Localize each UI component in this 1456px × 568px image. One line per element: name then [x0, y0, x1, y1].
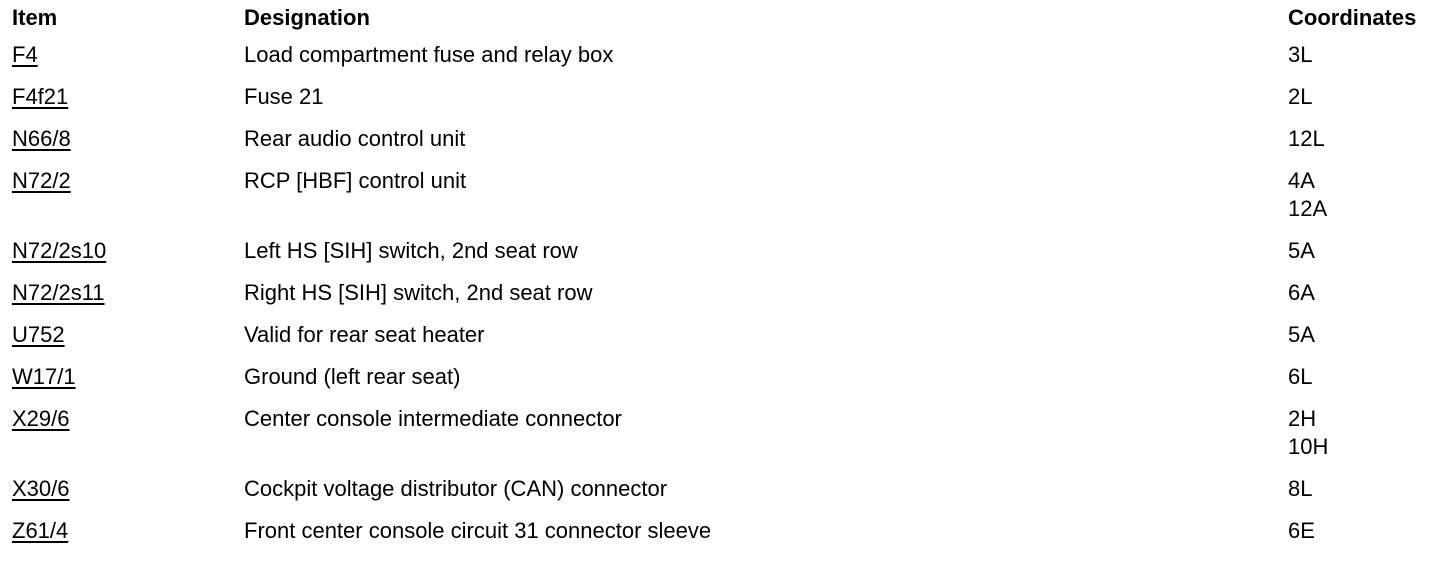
coordinate-value: 2L: [1288, 84, 1313, 109]
designation-cell: Cockpit voltage distributor (CAN) connec…: [244, 476, 668, 501]
table-row: N72/2s10 Left HS [SIH] switch, 2nd seat r…: [0, 232, 1456, 274]
table-row: F4f21 Fuse 21 2L: [0, 78, 1456, 120]
table-row: F4 Load compartment fuse and relay box 3L: [0, 36, 1456, 78]
designation-cell: Ground (left rear seat): [244, 364, 461, 389]
coordinate-value: 12L: [1288, 126, 1325, 151]
coordinates-cell: 6E: [1288, 512, 1456, 554]
component-legend-table: Item Designation Coordinates F4 Load comp…: [0, 0, 1456, 554]
designation-cell: Right HS [SIH] switch, 2nd seat row: [244, 280, 593, 305]
item-link[interactable]: F4: [12, 42, 38, 67]
coordinate-value: 4A: [1288, 168, 1315, 193]
item-cell: N72/2s10: [0, 232, 244, 274]
coordinate-value: 10H: [1288, 434, 1329, 459]
item-cell: Z61/4: [0, 512, 244, 554]
coordinate-value: 5A: [1288, 322, 1315, 347]
item-link[interactable]: Z61/4: [12, 518, 69, 543]
column-header-item: Item: [12, 5, 58, 30]
table-row: Z61/4 Front center console circuit 31 con…: [0, 512, 1456, 554]
coordinate-value: 3L: [1288, 42, 1313, 67]
table-header: Item Designation Coordinates: [0, 0, 1456, 36]
item-link[interactable]: N72/2s11: [12, 280, 105, 305]
coordinates-cell: 2L: [1288, 78, 1456, 120]
table-row: N66/8 Rear audio control unit 12L: [0, 120, 1456, 162]
designation-cell: RCP [HBF] control unit: [244, 168, 467, 193]
coordinates-cell: 12L: [1288, 120, 1456, 162]
designation-cell: Fuse 21: [244, 84, 324, 109]
designation-cell: Center console intermediate connector: [244, 406, 622, 431]
column-header-designation: Designation: [244, 5, 370, 30]
header-row: Item Designation Coordinates: [0, 0, 1456, 36]
table-row: U752 Valid for rear seat heater 5A: [0, 316, 1456, 358]
coordinates-cell: 3L: [1288, 36, 1456, 78]
item-link[interactable]: W17/1: [12, 364, 76, 389]
coordinates-cell: 5A: [1288, 232, 1456, 274]
item-link[interactable]: X29/6: [12, 406, 70, 431]
column-header-coordinates: Coordinates: [1288, 5, 1417, 30]
item-cell: N72/2s11: [0, 274, 244, 316]
designation-cell: Valid for rear seat heater: [244, 322, 485, 347]
item-link[interactable]: F4f21: [12, 84, 69, 109]
coordinate-value: 5A: [1288, 238, 1315, 263]
item-cell: W17/1: [0, 358, 244, 400]
item-cell: U752: [0, 316, 244, 358]
coordinates-cell: 6A: [1288, 274, 1456, 316]
coordinate-value: 6E: [1288, 518, 1315, 543]
designation-cell: Load compartment fuse and relay box: [244, 42, 614, 67]
item-link[interactable]: N72/2: [12, 168, 71, 193]
item-cell: X30/6: [0, 470, 244, 512]
coordinate-value: 8L: [1288, 476, 1313, 501]
item-link[interactable]: N66/8: [12, 126, 71, 151]
designation-cell: Rear audio control unit: [244, 126, 466, 151]
designation-cell: Left HS [SIH] switch, 2nd seat row: [244, 238, 578, 263]
coordinates-cell: 5A: [1288, 316, 1456, 358]
table-row: N72/2s11 Right HS [SIH] switch, 2nd seat …: [0, 274, 1456, 316]
item-cell: N72/2: [0, 162, 244, 232]
item-cell: N66/8: [0, 120, 244, 162]
coordinate-value: 6A: [1288, 280, 1315, 305]
designation-cell: Front center console circuit 31 connecto…: [244, 518, 712, 543]
coordinate-value: 6L: [1288, 364, 1313, 389]
coordinates-cell: 8L: [1288, 470, 1456, 512]
item-link[interactable]: X30/6: [12, 476, 70, 501]
item-cell: X29/6: [0, 400, 244, 470]
table-row: X29/6 Center console intermediate connect…: [0, 400, 1456, 470]
item-link[interactable]: U752: [12, 322, 65, 347]
item-link[interactable]: N72/2s10: [12, 238, 107, 263]
item-cell: F4: [0, 36, 244, 78]
table-row: X30/6 Cockpit voltage distributor (CAN) c…: [0, 470, 1456, 512]
coordinate-value: 12A: [1288, 196, 1328, 221]
coordinates-cell: 6L: [1288, 358, 1456, 400]
item-cell: F4f21: [0, 78, 244, 120]
coordinate-value: 2H: [1288, 406, 1317, 431]
table-row: W17/1 Ground (left rear seat) 6L: [0, 358, 1456, 400]
